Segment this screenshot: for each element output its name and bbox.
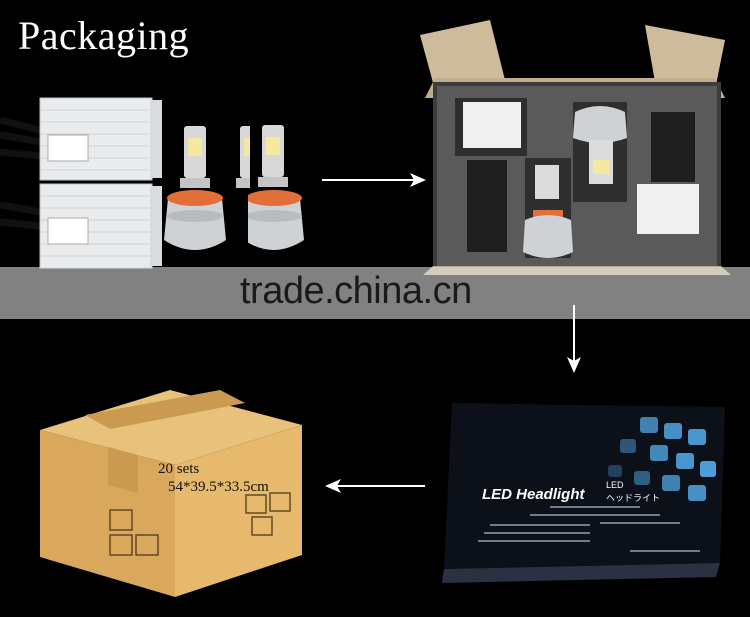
page-title: Packaging bbox=[18, 13, 190, 58]
ballast-upper bbox=[39, 97, 162, 181]
arrow-down-icon bbox=[567, 305, 581, 373]
led-bulb-left bbox=[164, 126, 226, 250]
ballast-lower bbox=[39, 183, 162, 269]
watermark-text: trade.china.cn bbox=[240, 270, 472, 312]
retail-box bbox=[442, 403, 725, 583]
shipping-dimensions: 54*39.5*33.5cm bbox=[168, 479, 269, 495]
retail-brand-japanese: ヘッドライト bbox=[606, 493, 661, 503]
shipping-quantity: 20 sets bbox=[158, 461, 200, 477]
led-bulb-right bbox=[236, 126, 250, 188]
cables bbox=[0, 116, 41, 230]
retail-brand-text: LED Headlight bbox=[482, 486, 585, 503]
shipping-carton bbox=[40, 390, 302, 597]
open-box-with-foam bbox=[420, 20, 731, 275]
retail-brand-sup: LED bbox=[606, 480, 624, 490]
arrow-right-icon bbox=[322, 173, 426, 187]
product-components bbox=[0, 97, 250, 269]
arrow-left-icon bbox=[325, 479, 425, 493]
watermark-band bbox=[0, 267, 750, 319]
led-bulb-right-body bbox=[248, 125, 304, 250]
